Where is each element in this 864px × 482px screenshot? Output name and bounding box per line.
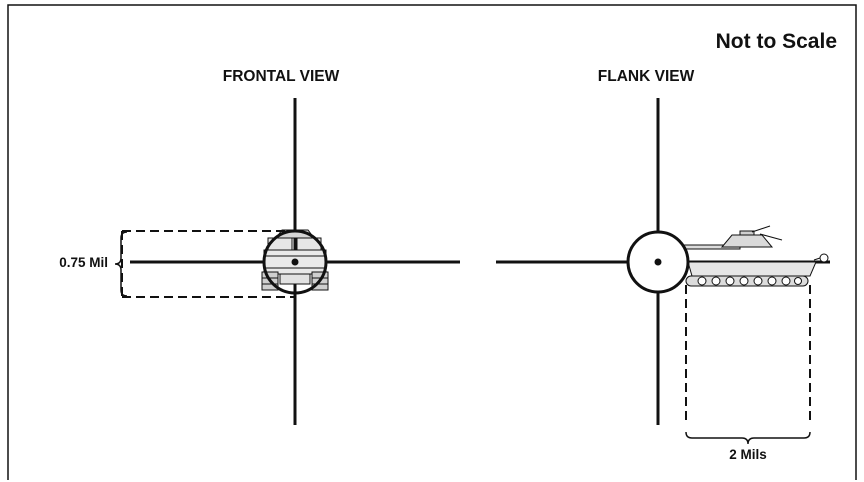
frame-border xyxy=(7,4,857,480)
frontal-dimension-bracket xyxy=(114,231,128,297)
frontal-view-title: FRONTAL VIEW xyxy=(223,68,340,85)
frontal-dimension-box xyxy=(121,230,295,298)
flank-view-title: FLANK VIEW xyxy=(598,68,695,85)
flank-dimension-box xyxy=(685,285,811,425)
flank-dimension-bracket xyxy=(685,431,811,445)
tank-side-icon xyxy=(639,225,829,287)
flank-aim-dot xyxy=(654,258,662,266)
scale-note: Not to Scale xyxy=(716,30,837,53)
frontal-dimension-label: 0.75 Mil xyxy=(59,255,108,270)
frontal-aim-dot xyxy=(291,258,299,266)
flank-dimension-label: 2 Mils xyxy=(729,447,767,462)
